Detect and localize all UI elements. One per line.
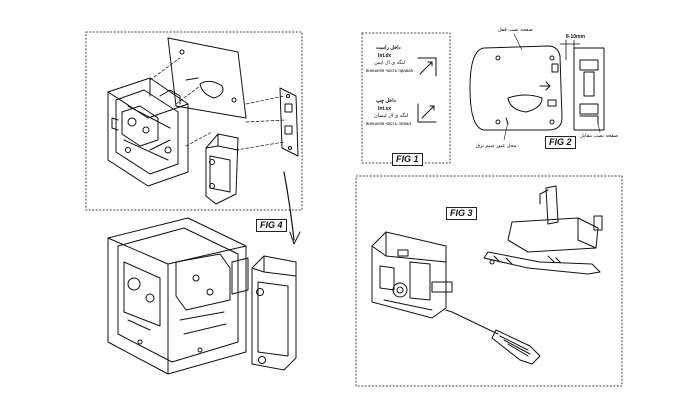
fig1-left-line3: لنگه ی ال لیسان xyxy=(374,113,409,119)
fig4-strike-plate xyxy=(279,87,299,157)
fig3-screwdriver xyxy=(445,309,541,365)
fig1-panel xyxy=(361,32,451,164)
fig4-lock-assembled xyxy=(107,217,249,375)
fig4-panel xyxy=(85,31,303,375)
fig1-right-door-icon xyxy=(417,57,437,77)
fig2-lock-plate xyxy=(469,45,563,131)
fig4-tag: FIG 4 xyxy=(256,219,287,232)
fig1-frame xyxy=(361,32,451,164)
fig1-right-line3: لنگه ی ال ایمن xyxy=(374,60,406,66)
fig3-frame xyxy=(355,175,623,387)
fig1-right-line2: Int.dx xyxy=(378,53,392,59)
fig4-receiver-assembled xyxy=(251,255,297,371)
fig4-lock-body-exploded xyxy=(107,77,189,187)
fig2-strike-plate xyxy=(573,47,605,131)
fig1-right-line4: внешняя часть правая xyxy=(366,68,414,73)
fig1-left-line1: داخل چپ xyxy=(376,98,396,104)
fig2-right-label: صفحه نصب مقابل xyxy=(580,133,619,139)
fig4-arrow xyxy=(283,171,301,245)
fig3-tag: FIG 3 xyxy=(446,207,477,220)
fig4-alignment-lines xyxy=(149,57,287,151)
fig4-mounting-plate xyxy=(167,37,247,119)
fig4-receiver-box xyxy=(205,133,239,205)
fig2-panel xyxy=(469,33,605,141)
fig1-left-line4: внешняя часть левая xyxy=(366,121,411,126)
fig1-tag: FIG 1 xyxy=(392,153,423,166)
fig2-gap-label: 8-10mm xyxy=(566,34,585,40)
fig2-top-label: صفحه نصب قفل xyxy=(498,27,533,33)
fig2-bottom-label: محل عبور سیم برق xyxy=(476,143,517,149)
fig4-frame xyxy=(85,31,303,211)
fig3-lock-front xyxy=(371,231,453,319)
fig1-left-door-icon xyxy=(417,103,437,123)
fig1-left-line2: Int.sx xyxy=(378,106,392,112)
fig2-tag: FIG 2 xyxy=(545,136,576,149)
fig3-lock-bottom xyxy=(483,185,603,275)
fig1-right-line1: داخل راست xyxy=(376,45,401,51)
fig3-panel xyxy=(355,175,623,387)
